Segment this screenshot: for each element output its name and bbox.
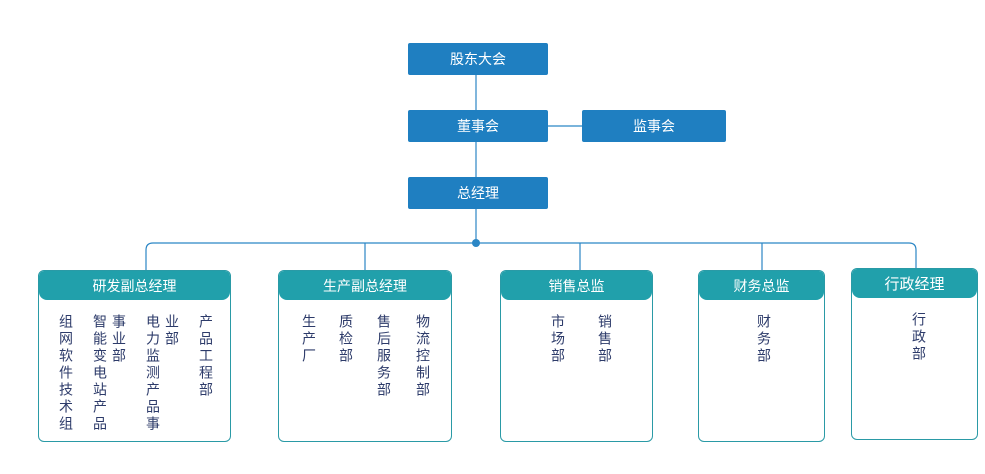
board-box: 董事会: [408, 110, 548, 142]
dept-unit: 产品工程部: [197, 314, 213, 399]
dept-admin-manager: 行政经理 行政部: [851, 268, 978, 440]
shareholders-box: 股东大会: [408, 43, 548, 75]
dept-unit: 事业部: [110, 314, 126, 365]
general-manager-box: 总经理: [408, 177, 548, 209]
dept-sales-director: 销售总监 市场部 销售部: [500, 270, 653, 442]
dept-unit: 生产厂: [300, 314, 316, 365]
dept-unit: 质检部: [337, 314, 353, 365]
dept-unit: 业部: [163, 314, 179, 348]
dept-production-vp: 生产副总经理 生产厂 质检部 售后服务部 物流控制部: [278, 270, 452, 442]
dept-title: 财务总监: [699, 271, 824, 300]
dept-unit: 售后服务部: [375, 314, 391, 399]
dept-title: 行政经理: [852, 269, 977, 298]
supervisors-box: 监事会: [582, 110, 726, 142]
dept-title: 销售总监: [501, 271, 652, 300]
dept-title: 生产副总经理: [279, 271, 451, 300]
junction-dot: [472, 239, 480, 247]
dept-finance-director: 财务总监 财务部: [698, 270, 825, 442]
dept-unit: 物流控制部: [414, 314, 430, 399]
dept-unit: 电力监测产品事: [144, 314, 160, 433]
dept-title: 研发副总经理: [39, 271, 230, 300]
dept-unit: 市场部: [549, 314, 565, 365]
dept-rd-vp: 研发副总经理 组网软件技术组 智能变电站产品 事业部 电力监测产品事 业部 产品…: [38, 270, 231, 442]
dept-unit: 行政部: [910, 312, 926, 363]
dept-unit: 销售部: [596, 314, 612, 365]
dept-unit: 组网软件技术组: [57, 314, 73, 433]
dept-unit: 财务部: [755, 314, 771, 365]
dept-unit: 智能变电站产品: [91, 314, 107, 433]
